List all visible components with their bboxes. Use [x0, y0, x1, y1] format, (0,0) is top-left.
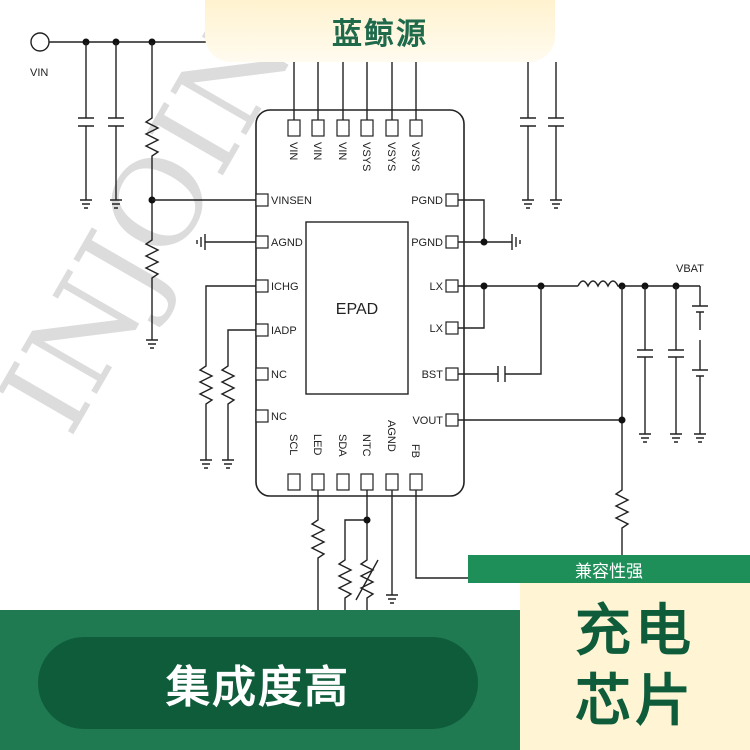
bst-capacitor	[458, 286, 542, 382]
pin-lx-2	[445, 321, 459, 335]
pin-vsys-2	[385, 119, 399, 137]
pin-label: IADP	[271, 325, 297, 337]
pin-lx-1	[445, 279, 459, 293]
pin-nc-2	[255, 409, 269, 423]
pin-scl	[287, 473, 301, 491]
brand-banner: 蓝鲸源	[205, 0, 555, 62]
agnd-wire	[196, 234, 256, 250]
pin-fb	[409, 473, 423, 491]
pin-label: SCL	[287, 434, 299, 455]
pin-label: LX	[430, 323, 444, 335]
pin-vin-3	[336, 119, 350, 137]
pin-label: VSYS	[409, 142, 421, 171]
junction-dot	[618, 416, 626, 424]
pgnd-wire	[458, 199, 521, 250]
pin-label: NTC	[360, 434, 372, 457]
highlight-text: 集成度高	[166, 662, 350, 713]
input-cap-right	[108, 42, 124, 209]
pin-sda	[336, 473, 350, 491]
inductor	[577, 280, 700, 288]
pin-vout	[445, 413, 459, 427]
product-line-1: 充电	[575, 598, 695, 664]
pin-vsys-1	[360, 119, 374, 137]
vout-wire	[458, 286, 630, 578]
brand-name: 蓝鲸源	[332, 17, 428, 52]
pin-ichg	[255, 279, 269, 293]
pin-pgnd-2	[445, 235, 459, 249]
pin-agnd-bottom	[385, 473, 399, 491]
epad-label: EPAD	[336, 301, 378, 318]
epad	[305, 221, 409, 395]
product-card: 充电 芯片	[520, 583, 750, 750]
product-line-2: 芯片	[575, 668, 695, 734]
pin-bst	[445, 367, 459, 381]
pin-label: VSYS	[385, 142, 397, 171]
junction-dot	[480, 282, 488, 290]
vsys-cap-1	[520, 62, 536, 209]
pin-vsys-3	[409, 119, 423, 137]
top-pin-lead	[293, 42, 417, 120]
feature-badge: 兼容性强	[468, 555, 750, 583]
ichg-resistor	[198, 285, 256, 469]
junction-dot	[363, 516, 371, 524]
agnd-bottom-wire	[386, 490, 398, 604]
pin-label: SDA	[336, 434, 348, 457]
output-cap-1	[637, 286, 653, 443]
pin-label: PGND	[411, 237, 443, 249]
led-resistor	[310, 490, 326, 610]
pin-label: VIN	[336, 142, 348, 160]
pin-nc-1	[255, 367, 269, 381]
junction-dot	[480, 238, 488, 246]
vin-label: VIN	[30, 67, 48, 79]
feature-badge-text: 兼容性强	[575, 561, 643, 582]
pin-label: AGND	[385, 420, 397, 452]
vbat-label: VBAT	[676, 263, 704, 275]
pin-label: NC	[271, 369, 287, 381]
pin-label: ICHG	[271, 281, 299, 293]
pin-vin-1	[287, 119, 301, 137]
pin-label: FB	[409, 444, 421, 458]
pin-iadp	[255, 323, 269, 337]
vin-terminal	[30, 32, 50, 52]
pin-label: VOUT	[412, 415, 443, 427]
pin-agnd	[255, 235, 269, 249]
top-pins: VIN VIN VIN VSYS VSYS VSYS	[287, 42, 423, 171]
input-cap-left	[78, 42, 94, 209]
pin-pgnd-1	[445, 193, 459, 207]
pin-vin-2	[311, 119, 325, 137]
pin-vinsen	[255, 193, 269, 207]
output-cap-2	[668, 286, 684, 443]
pin-label: LX	[430, 281, 444, 293]
pin-label: NC	[271, 411, 287, 423]
right-pins: PGND PGND LX LX BST VOUT	[411, 193, 459, 427]
pin-label: VSYS	[360, 142, 372, 171]
left-pins: VINSEN AGND ICHG IADP NC NC	[255, 193, 312, 423]
pin-label: VINSEN	[271, 195, 312, 207]
ntc-thermistor	[337, 490, 379, 610]
pin-label: VIN	[287, 142, 299, 160]
pin-led	[311, 473, 325, 491]
pin-label: LED	[311, 434, 323, 455]
bottom-pins: SCL LED SDA NTC AGND FB	[287, 420, 423, 491]
pin-label: BST	[422, 369, 444, 381]
pin-ntc	[360, 473, 374, 491]
battery	[692, 286, 708, 443]
pin-label: PGND	[411, 195, 443, 207]
vsys-cap-2	[548, 62, 564, 209]
lx-wire	[458, 285, 578, 329]
pin-label: AGND	[271, 237, 303, 249]
highlight-pill: 集成度高	[38, 637, 478, 729]
iadp-resistor	[220, 329, 256, 469]
pin-label: VIN	[311, 142, 323, 160]
